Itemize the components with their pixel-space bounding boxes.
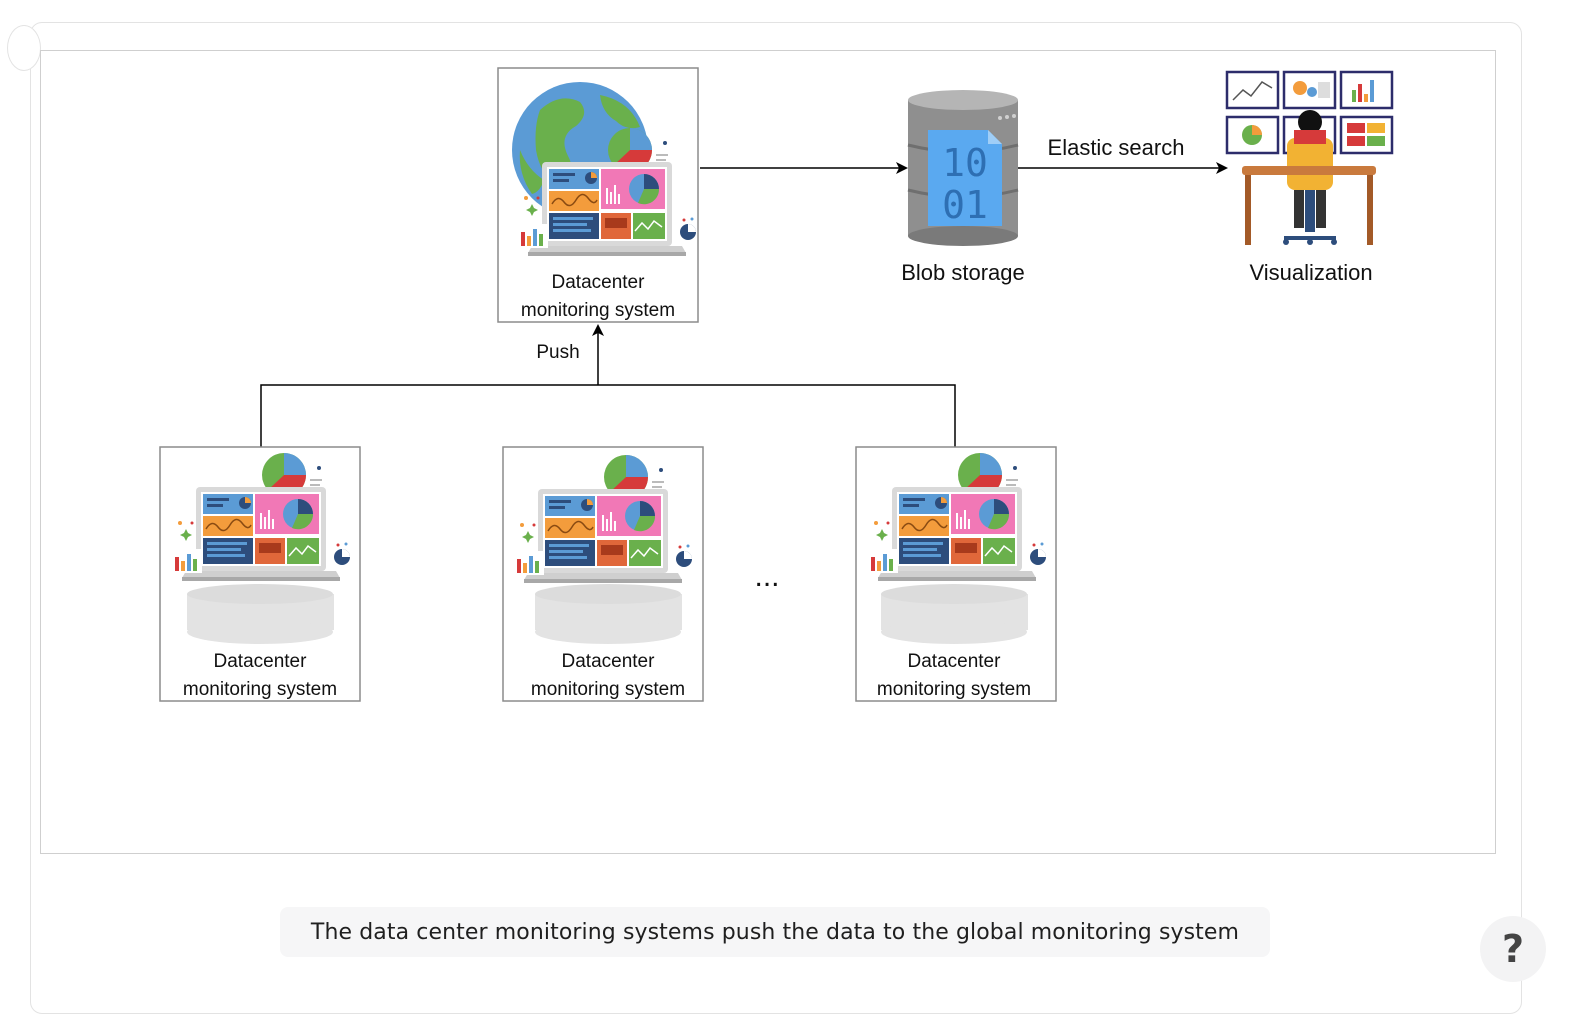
collapsed-side-button[interactable] xyxy=(7,25,41,71)
local-monitoring-node: Datacenter monitoring system xyxy=(159,446,361,702)
local-node-label-line1: Datacenter xyxy=(562,651,656,672)
blob-storage-node: 10 01 Blob storage xyxy=(901,90,1025,285)
analyst-at-monitors-icon xyxy=(1225,70,1394,245)
help-button[interactable]: ? xyxy=(1480,916,1546,982)
local-node-label-line2: monitoring system xyxy=(183,679,337,700)
blob-bits-top: 10 xyxy=(942,141,988,185)
push-connectors: Push xyxy=(260,324,956,447)
blob-storage-icon: 10 01 xyxy=(907,90,1019,246)
global-monitoring-node: Datacenter monitoring system xyxy=(497,67,699,323)
local-node-label-line1: Datacenter xyxy=(908,651,1002,672)
visualization-label: Visualization xyxy=(1249,260,1372,285)
architecture-diagram: Datacenter monitoring system Push Datace… xyxy=(159,67,1394,702)
local-node-label-line2: monitoring system xyxy=(877,679,1031,700)
local-node-label-line1: Datacenter xyxy=(214,651,308,672)
database-icon xyxy=(187,584,334,644)
database-icon xyxy=(535,584,682,644)
local-monitoring-node: Datacenter monitoring system xyxy=(855,446,1057,702)
ellipsis-more-nodes: ... xyxy=(754,560,779,593)
blob-storage-label: Blob storage xyxy=(901,260,1025,285)
global-node-label-line1: Datacenter xyxy=(552,272,646,293)
push-label: Push xyxy=(536,342,579,363)
elastic-search-label: Elastic search xyxy=(1048,135,1185,160)
global-node-label-line2: monitoring system xyxy=(521,300,675,321)
diagram-caption: The data center monitoring systems push … xyxy=(280,907,1270,957)
database-icon xyxy=(881,584,1028,644)
blob-bits-bottom: 01 xyxy=(942,183,988,227)
visualization-node: Visualization xyxy=(1225,70,1394,285)
local-monitoring-node: Datacenter monitoring system xyxy=(502,446,704,702)
local-node-label-line2: monitoring system xyxy=(531,679,685,700)
help-icon: ? xyxy=(1501,927,1525,971)
